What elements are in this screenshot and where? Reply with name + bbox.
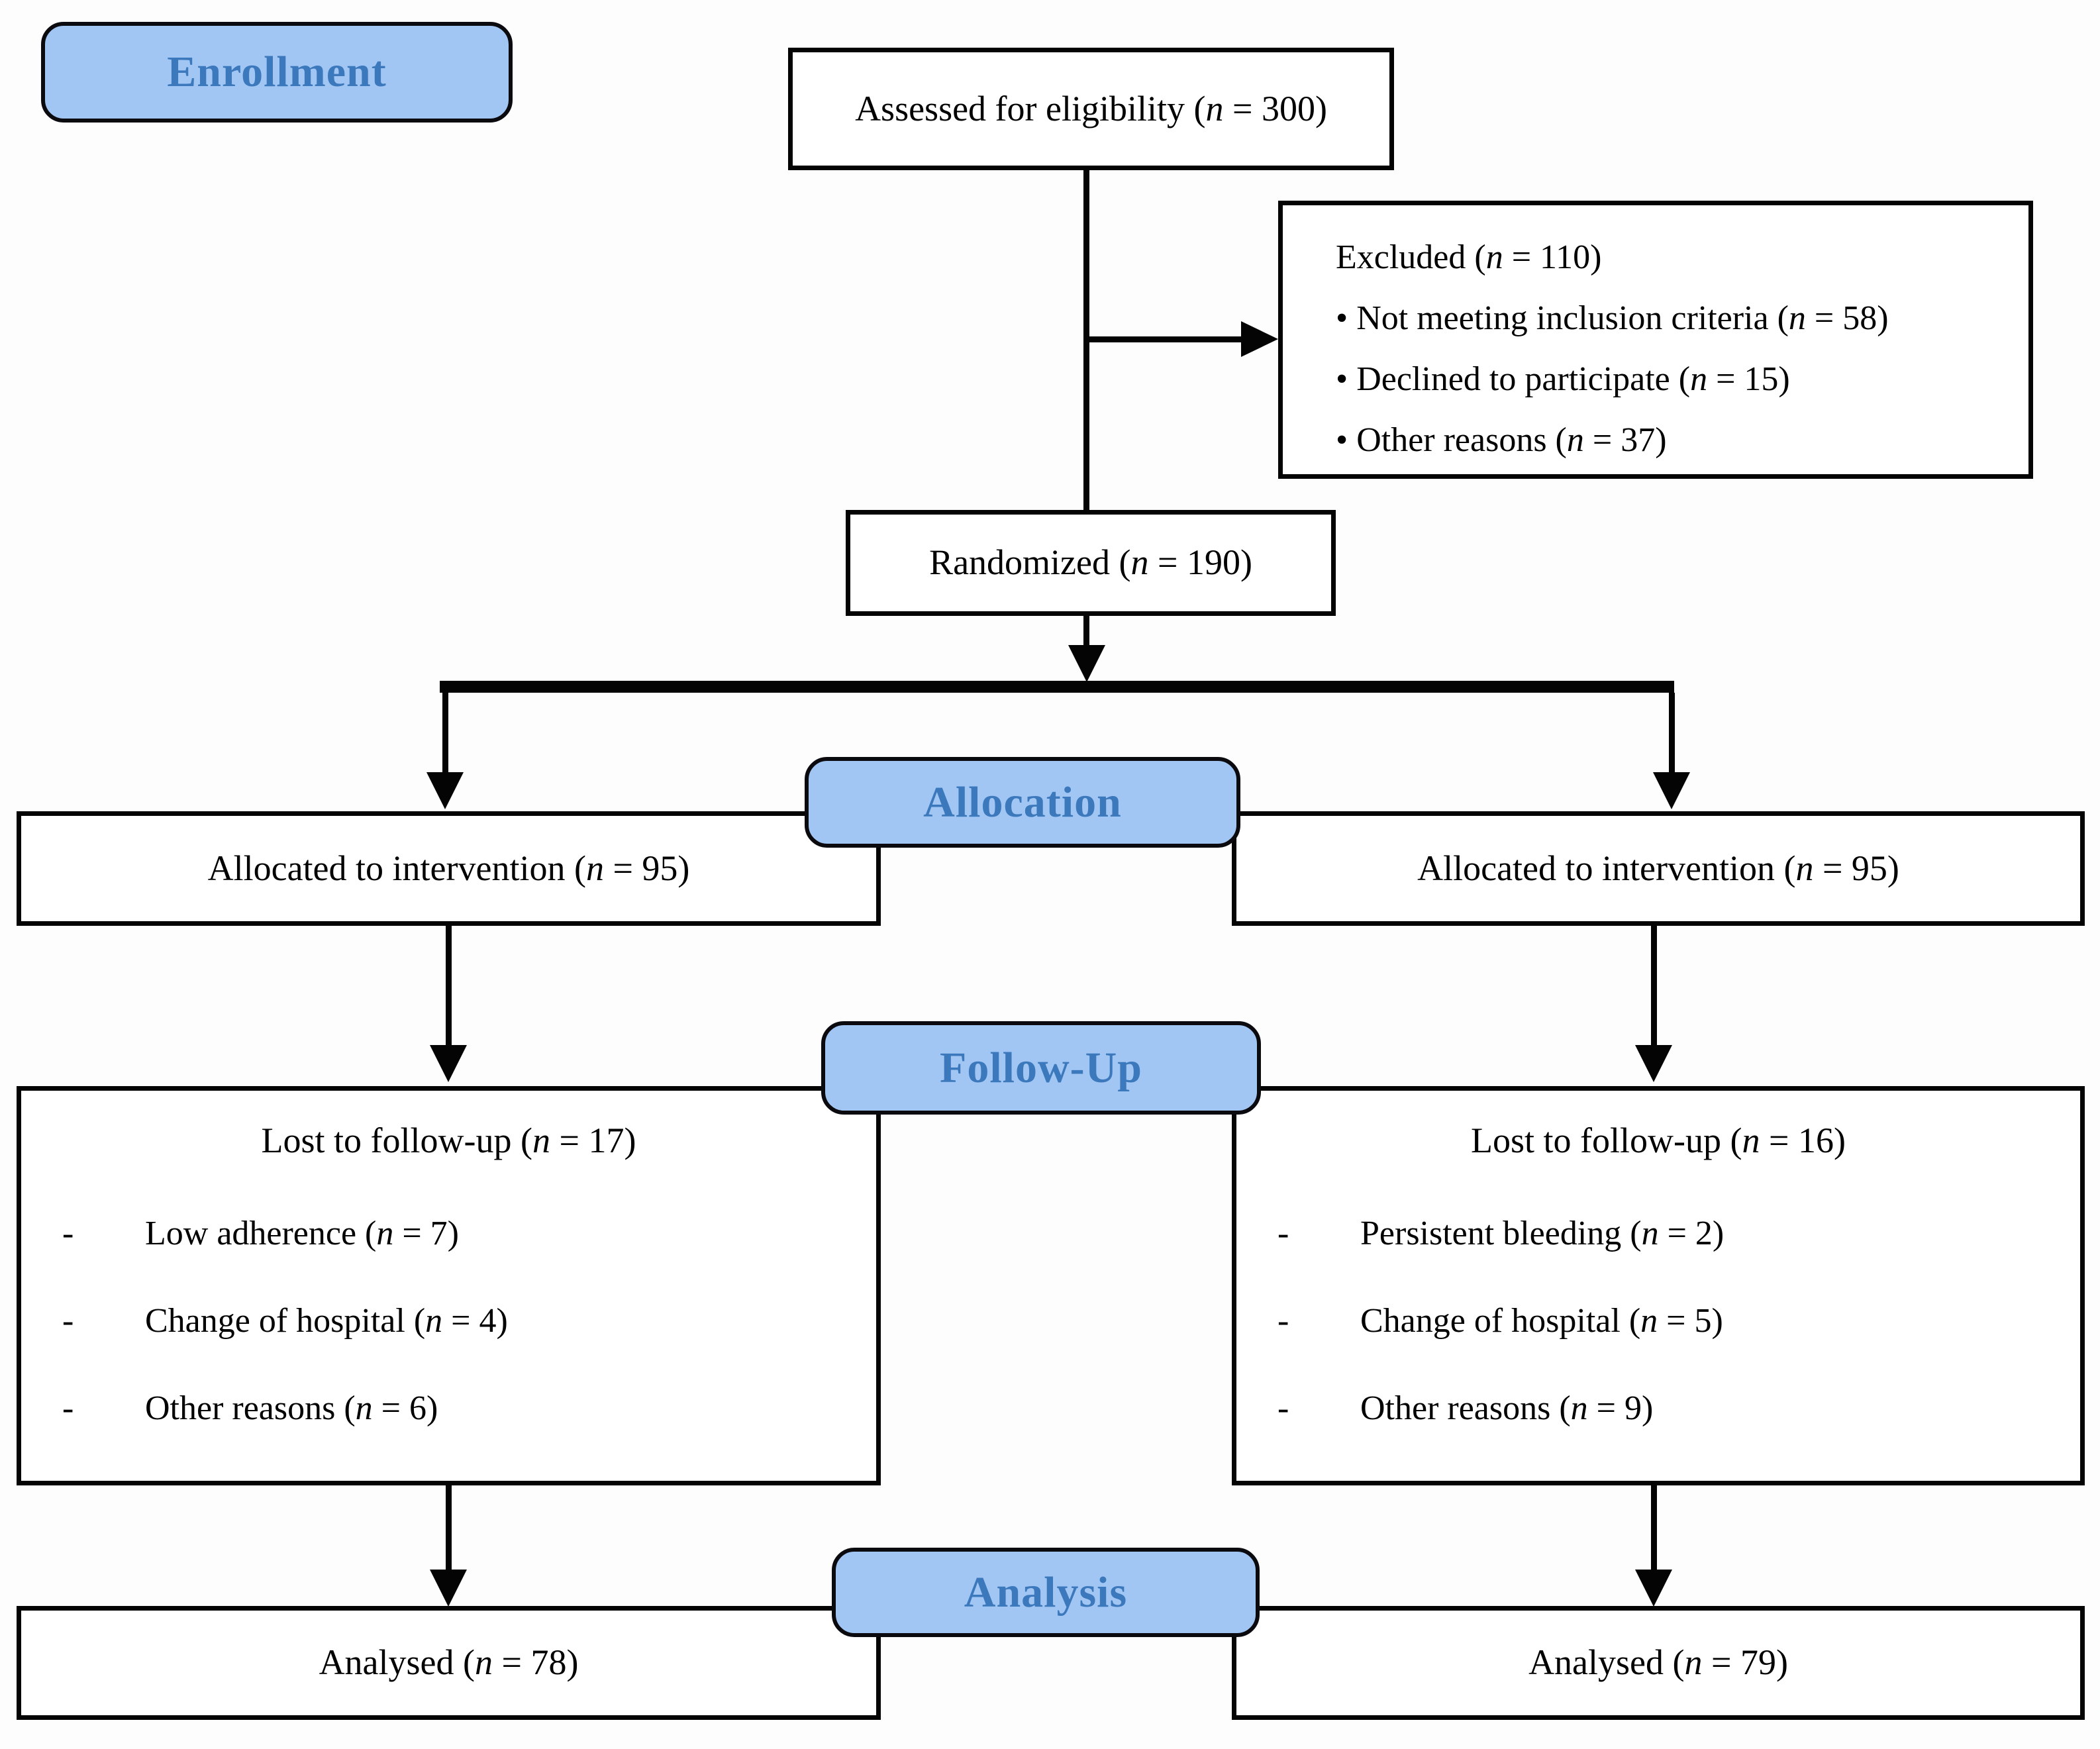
followup-left-item: - Low adherence (n = 7): [21, 1215, 876, 1252]
arrowhead-into-analysed-right: [1635, 1570, 1672, 1607]
arrowhead-into-split-bar: [1068, 645, 1105, 682]
box-analysed-right: Analysed (n = 79): [1232, 1606, 2085, 1720]
followup-right-item: - Persistent bleeding (n = 2): [1236, 1215, 2080, 1252]
followup-right-item: - Other reasons (n = 9): [1236, 1390, 2080, 1427]
arrowhead-into-allocation-right: [1653, 772, 1690, 809]
analysed-left-text: Analysed (n = 78): [319, 1642, 579, 1683]
followup-left-title: Lost to follow-up (n = 17): [261, 1121, 636, 1160]
dash-bullet: -: [1277, 1389, 1289, 1427]
box-followup-right: Lost to follow-up (n = 16) - Persistent …: [1232, 1086, 2085, 1485]
excluded-item: • Declined to participate (n = 15): [1336, 360, 1790, 398]
allocated-left-text: Allocated to intervention (n = 95): [207, 848, 690, 888]
stage-label-allocation: Allocation: [923, 777, 1122, 826]
dash-bullet: -: [62, 1389, 74, 1427]
followup-left-item-text: Other reasons (n = 6): [145, 1389, 438, 1427]
followup-left-item: - Change of hospital (n = 4): [21, 1303, 876, 1340]
stage-badge-allocation: Allocation: [805, 757, 1240, 848]
box-assessed-for-eligibility: Assessed for eligibility (n = 300): [788, 48, 1394, 170]
stage-badge-follow-up: Follow-Up: [821, 1021, 1261, 1115]
excluded-title: Excluded (n = 110): [1336, 238, 1602, 276]
arrowhead-into-followup-left: [430, 1045, 467, 1082]
arrowhead-into-excluded: [1241, 321, 1278, 357]
connector-followup-to-analysis-right: [1651, 1485, 1657, 1572]
box-randomized: Randomized (n = 190): [846, 510, 1336, 616]
dash-bullet: -: [62, 1302, 74, 1340]
stage-label-analysis: Analysis: [964, 1568, 1128, 1617]
followup-right-item-text: Change of hospital (n = 5): [1360, 1302, 1723, 1340]
dash-bullet: -: [1277, 1302, 1289, 1340]
stage-label-follow-up: Follow-Up: [940, 1043, 1142, 1092]
randomized-text: Randomized (n = 190): [929, 542, 1252, 583]
followup-left-item-text: Low adherence (n = 7): [145, 1215, 460, 1252]
followup-right-title: Lost to follow-up (n = 16): [1471, 1121, 1846, 1160]
stage-label-enrollment: Enrollment: [167, 48, 387, 96]
arrowhead-into-analysed-left: [430, 1570, 467, 1607]
box-allocated-right: Allocated to intervention (n = 95): [1232, 811, 2085, 926]
stage-badge-enrollment: Enrollment: [41, 22, 513, 123]
assessed-text: Assessed for eligibility (n = 300): [855, 88, 1327, 128]
excluded-item: • Other reasons (n = 37): [1336, 421, 1667, 459]
connector-assessed-to-randomized: [1083, 170, 1089, 510]
excluded-item: • Not meeting inclusion criteria (n = 58…: [1336, 299, 1889, 337]
analysed-right-text: Analysed (n = 79): [1528, 1642, 1788, 1683]
connector-split-to-allocation-right: [1669, 693, 1675, 775]
box-followup-left: Lost to follow-up (n = 17) - Low adheren…: [17, 1086, 881, 1485]
connector-randomized-to-split: [1083, 616, 1089, 648]
connector-allocation-to-followup-right: [1651, 926, 1657, 1046]
connector-to-excluded: [1089, 336, 1242, 342]
followup-right-item: - Change of hospital (n = 5): [1236, 1303, 2080, 1340]
followup-right-item-text: Persistent bleeding (n = 2): [1360, 1215, 1725, 1252]
connector-allocation-to-followup-left: [446, 926, 452, 1046]
connector-followup-to-analysis-left: [446, 1485, 452, 1572]
followup-left-item: - Other reasons (n = 6): [21, 1390, 876, 1427]
arrowhead-into-followup-right: [1635, 1045, 1672, 1082]
allocated-right-text: Allocated to intervention (n = 95): [1417, 848, 1899, 888]
arrowhead-into-allocation-left: [426, 772, 464, 809]
box-analysed-left: Analysed (n = 78): [17, 1606, 881, 1720]
dash-bullet: -: [62, 1215, 74, 1252]
stage-badge-analysis: Analysis: [832, 1548, 1260, 1637]
box-excluded: Excluded (n = 110) • Not meeting inclusi…: [1278, 201, 2033, 479]
split-bar: [440, 681, 1674, 693]
connector-split-to-allocation-left: [442, 693, 448, 775]
followup-left-item-text: Change of hospital (n = 4): [145, 1302, 508, 1340]
box-allocated-left: Allocated to intervention (n = 95): [17, 811, 881, 926]
dash-bullet: -: [1277, 1215, 1289, 1252]
followup-right-item-text: Other reasons (n = 9): [1360, 1389, 1654, 1427]
